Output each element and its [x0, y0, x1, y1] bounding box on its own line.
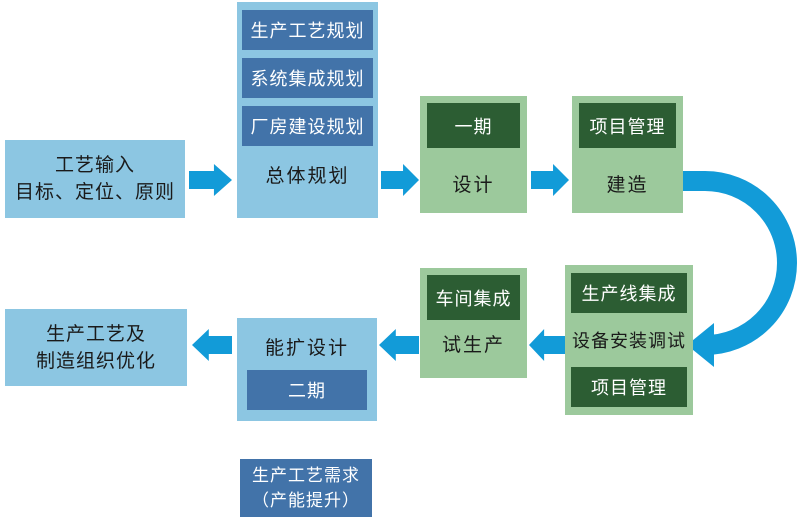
process-input-line2: 目标、定位、原则 — [14, 182, 175, 203]
arrow-left-equipment-to-trial-icon — [529, 329, 565, 361]
box-process-optimization: 生产工艺及 制造组织优化 — [5, 309, 187, 386]
tag-project-management-build: 项目管理 — [579, 103, 676, 148]
build-label: 建造 — [606, 174, 649, 196]
box-production-process-planning: 生产工艺规划 — [242, 10, 373, 50]
capacity-expand-design-label: 能扩设计 — [264, 337, 349, 359]
design-label: 设计 — [452, 174, 495, 196]
equipment-install-label: 设备安装调试 — [572, 331, 686, 351]
box-plant-construction-planning: 厂房建设规划 — [242, 106, 373, 146]
box-process-input: 工艺输入 目标、定位、原则 — [5, 140, 185, 218]
tag-project-management-equipment: 项目管理 — [571, 367, 687, 407]
arrow-left-expand-to-optimize-icon — [192, 329, 232, 361]
box-equipment-install: 生产线集成 设备安装调试 项目管理 — [565, 265, 693, 415]
box-build: 项目管理 建造 — [572, 96, 683, 213]
master-plan-label: 总体规划 — [265, 165, 350, 187]
box-system-integration-planning: 系统集成规划 — [242, 58, 373, 98]
process-input-line1: 工艺输入 — [54, 155, 135, 176]
production-demand-line2: （产能提升） — [252, 491, 360, 510]
tag-production-line-integration: 生产线集成 — [571, 273, 687, 313]
process-optimization-line1: 生产工艺及 — [45, 323, 146, 345]
arrow-right-input-to-masterplan-icon — [189, 164, 232, 196]
box-design: 一期 设计 — [420, 96, 527, 213]
box-production-demand: 生产工艺需求 （产能提升） — [240, 459, 372, 517]
arrow-right-masterplan-to-design-icon — [381, 164, 419, 196]
box-master-plan: 生产工艺规划 系统集成规划 厂房建设规划 总体规划 — [237, 2, 378, 218]
production-demand-line1: 生产工艺需求 — [252, 466, 360, 485]
trial-production-label: 试生产 — [441, 334, 505, 356]
arrow-right-design-to-build-icon — [531, 164, 569, 196]
box-capacity-expand-design: 能扩设计 二期 — [237, 318, 377, 421]
tag-phase-two: 二期 — [247, 370, 367, 410]
box-trial-production: 车间集成 试生产 — [420, 268, 527, 378]
arrow-left-trial-to-expand-icon — [379, 329, 419, 361]
process-optimization-line2: 制造组织优化 — [35, 350, 156, 372]
tag-workshop-integration: 车间集成 — [427, 275, 520, 320]
tag-phase-one: 一期 — [427, 103, 520, 148]
